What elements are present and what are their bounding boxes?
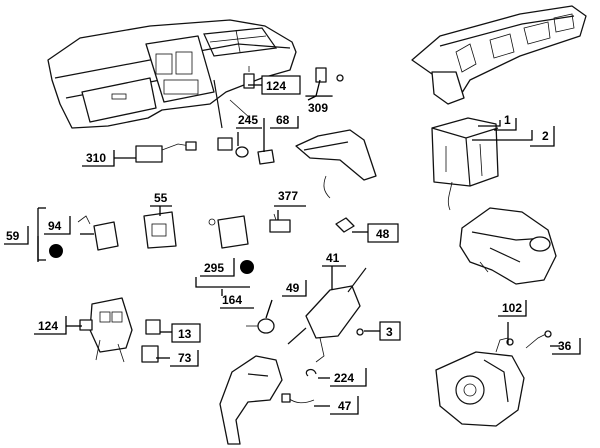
relay-13-part	[145, 319, 161, 335]
callout-73: 73	[178, 351, 192, 365]
marker-dot	[240, 260, 254, 274]
callout-224: 224	[334, 371, 354, 385]
combination-switch-41-part	[287, 267, 367, 363]
switch-310-part	[135, 141, 197, 163]
callout-124: 124	[266, 79, 286, 93]
bulb-68-part	[257, 149, 275, 165]
switch-55-part	[143, 211, 177, 249]
wire-47-part	[281, 393, 315, 404]
bulb-49-part	[246, 318, 275, 334]
steering-cover-lower-part	[219, 355, 283, 445]
callout-377: 377	[278, 189, 298, 203]
switch-309-part	[315, 67, 344, 83]
callout-47: 47	[338, 399, 352, 413]
relay-124-part	[79, 319, 93, 331]
callout-41: 41	[326, 251, 340, 265]
callout-55: 55	[154, 191, 168, 205]
column-cover-part	[295, 129, 377, 199]
relay-73-part	[141, 345, 159, 363]
fuse-box-part	[89, 297, 133, 363]
callout-124-lower: 124	[38, 319, 58, 333]
callout-164: 164	[222, 293, 242, 307]
callout-309: 309	[308, 101, 328, 115]
callout-36: 36	[558, 339, 572, 353]
plug-377-part	[269, 213, 291, 233]
dashboard-part	[47, 19, 297, 129]
callout-1: 1	[504, 113, 511, 127]
console-tray-part	[411, 5, 587, 105]
switch-94-part	[77, 215, 119, 251]
callout-102: 102	[502, 301, 522, 315]
callout-295: 295	[204, 261, 224, 275]
clip-224-part	[305, 368, 317, 377]
callout-3: 3	[386, 325, 393, 339]
callout-94: 94	[48, 219, 62, 233]
air-duct-part	[459, 207, 557, 285]
leader-lines	[37, 79, 560, 407]
callout-13: 13	[178, 327, 192, 341]
callout-68: 68	[276, 113, 290, 127]
screw-3-part	[356, 328, 364, 336]
callout-245: 245	[238, 113, 258, 127]
column-housing-part	[435, 337, 525, 427]
callout-310: 310	[86, 151, 106, 165]
bulb-36-part	[525, 330, 552, 349]
connector-48-part	[335, 217, 355, 233]
callout-49: 49	[286, 281, 300, 295]
callout-labels: 124 309 1 2 245 68 310 55 377 94 59 48 4…	[4, 75, 581, 415]
heater-box-part	[431, 117, 499, 211]
callout-2: 2	[542, 129, 549, 143]
bulb-socket-124-part	[243, 66, 255, 89]
callout-59: 59	[6, 229, 20, 243]
switch-295-part	[208, 215, 249, 249]
marker-dot	[49, 244, 63, 258]
plug-245-part	[217, 137, 249, 158]
callout-48: 48	[376, 227, 390, 241]
